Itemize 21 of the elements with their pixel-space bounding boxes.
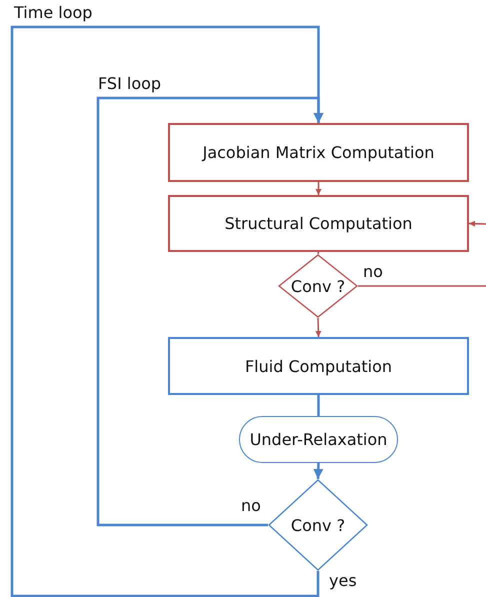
arrow xyxy=(468,220,486,227)
node-text: Structural Computation xyxy=(224,214,412,233)
rounded-process-box xyxy=(239,416,398,463)
connector xyxy=(316,182,322,195)
node-text: Conv ? xyxy=(290,516,346,534)
node-text: Conv ? xyxy=(290,276,346,296)
node-text: Jacobian Matrix Computation xyxy=(202,143,434,162)
connector xyxy=(313,462,324,480)
decision-diamond xyxy=(268,479,368,571)
connector xyxy=(315,318,322,338)
connector xyxy=(317,395,320,416)
decision-diamond xyxy=(278,254,358,318)
loop-label: Time loop xyxy=(14,5,92,21)
loop-label: FSI loop xyxy=(98,76,162,92)
connector xyxy=(317,252,320,254)
node-text: Fluid Computation xyxy=(244,356,392,376)
process-box xyxy=(168,337,469,395)
node-text: Under-Relaxation xyxy=(250,430,388,449)
process-box xyxy=(168,123,469,182)
process-box xyxy=(168,195,469,252)
connector xyxy=(10,26,324,597)
